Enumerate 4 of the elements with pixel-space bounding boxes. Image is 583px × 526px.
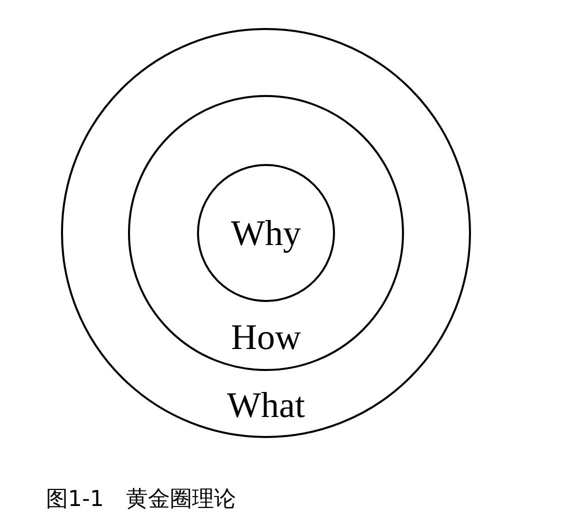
circle-label: How (231, 318, 301, 354)
circle-label: Why (231, 215, 301, 251)
circle-label: What (227, 386, 305, 422)
figure-caption: 图1-1 黄金圈理论 (46, 486, 236, 514)
